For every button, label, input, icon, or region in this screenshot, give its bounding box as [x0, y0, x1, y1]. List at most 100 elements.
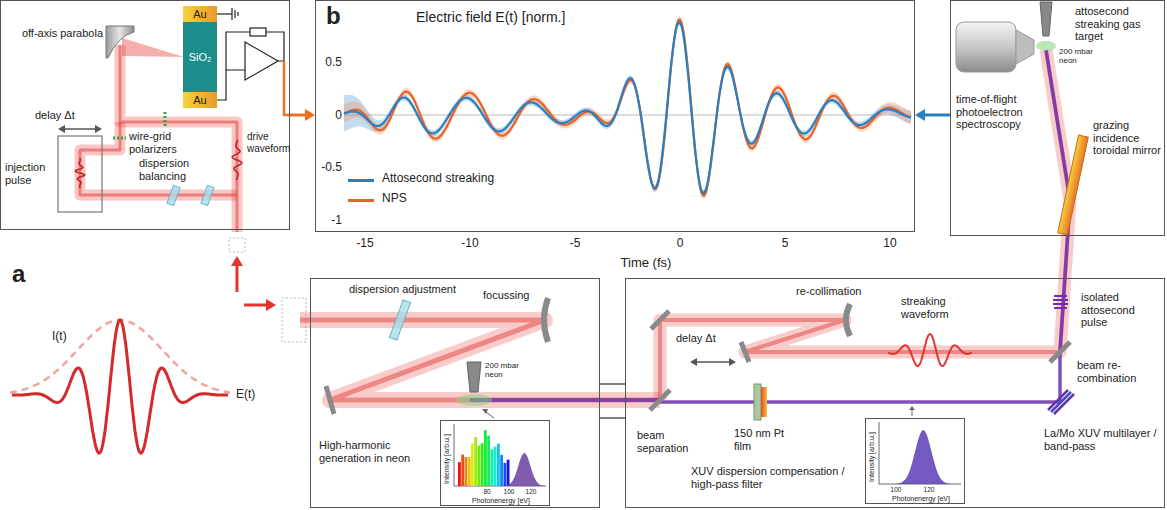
- delay-arrow: [729, 358, 736, 366]
- annotation-text: wire-grid polarizers: [129, 130, 201, 155]
- red-arrow: [236, 266, 239, 292]
- mirror: [846, 304, 850, 336]
- pointer-box: [229, 238, 306, 342]
- annotation-text: dispersion balancing: [139, 157, 211, 182]
- harmonic-line: [500, 455, 503, 486]
- leader-arrow: [909, 406, 915, 410]
- xuv-continuum: [892, 430, 958, 484]
- attosecond-pulse: [1054, 295, 1067, 297]
- arrow-head: [915, 109, 925, 121]
- mirror: [326, 386, 334, 414]
- annotation-text: Intensity [arb.u.]: [443, 434, 451, 484]
- annotation-text: streaking waveform: [901, 295, 963, 320]
- xuv-beam: [470, 50, 1070, 402]
- spectrum-axis: [454, 424, 546, 486]
- pointer-box: [229, 238, 245, 252]
- leader-arrow: [482, 406, 915, 418]
- annotation-text: grazing incidence toroidal mirror: [1093, 119, 1163, 157]
- laser-beam: [660, 50, 1070, 400]
- spectrum-inset: Intensity [arb.u.]Photonenergy [eV]10012…: [865, 418, 965, 504]
- delay-arrow: [64, 128, 96, 130]
- annotation-text: drive waveform: [247, 131, 291, 154]
- spectrum-axis: [879, 422, 961, 484]
- delay-arrow: [690, 358, 697, 366]
- delay-arrow: [696, 361, 730, 363]
- tof-spectrometer: [956, 22, 1016, 72]
- arrow-head: [305, 109, 315, 121]
- circuit-wire: [231, 8, 232, 20]
- annotation-text: Electric field E(t) [norm.]: [416, 9, 565, 25]
- multilayer-mirror: [1048, 390, 1068, 410]
- mirror: [1050, 342, 1070, 362]
- xuv-beam: [660, 50, 1070, 402]
- harmonic-line: [468, 457, 471, 486]
- annotation-text: off-axis parabola: [21, 27, 103, 40]
- focused-beam: [122, 38, 184, 57]
- annotation-text: re-collimation: [796, 285, 861, 298]
- wire-grid-polarizer: [164, 112, 167, 127]
- mirror: [741, 342, 749, 362]
- annotation-text: Intensity [arb.u.]: [868, 432, 876, 482]
- multilayer-mirror: [1054, 394, 1074, 414]
- harmonic-line: [504, 463, 507, 486]
- circuit-wire: [237, 12, 238, 16]
- parabolic-mirror: [106, 26, 134, 58]
- streaking-chamber: attosecond streaking gas target200 mbar …: [950, 0, 1165, 236]
- pt-filter: [754, 384, 767, 420]
- harmonic-line: [487, 436, 490, 486]
- signal-name: E(t): [236, 388, 255, 402]
- intensity-envelope: [10, 320, 230, 393]
- signal-arrow: [290, 109, 315, 121]
- harmonic-line: [507, 460, 510, 486]
- annotation-text: -10: [461, 237, 478, 251]
- laser-beam: [660, 50, 1070, 400]
- annotation-text: -0.5: [316, 161, 342, 175]
- wire-grid-polarizer: [113, 137, 126, 140]
- laser-beam: [120, 45, 237, 232]
- laser-beam: [80, 122, 237, 195]
- annotation-text: 200 mbar neon: [1059, 47, 1105, 65]
- annotation-text: 100: [891, 486, 902, 493]
- annotation-text: 120: [924, 486, 935, 493]
- material-label: Au: [193, 8, 206, 21]
- mirror: [326, 298, 1070, 414]
- annotation-text: Photonenergy [eV]: [455, 497, 547, 505]
- dispersion-plate: [167, 185, 180, 205]
- annotation-text: -15: [356, 237, 373, 251]
- annotation-text: beam separation: [637, 429, 701, 454]
- field-trace: [344, 22, 911, 193]
- circuit-wire: [250, 28, 266, 36]
- multilayer-mirror: [1051, 392, 1071, 412]
- laser-beam: [120, 45, 237, 232]
- drive-waveform: [232, 140, 241, 180]
- annotation-text: focussing: [483, 289, 553, 302]
- annotation-text: time-of-flight photoelectron spectroscop…: [956, 93, 1048, 131]
- panel-letter: a: [12, 260, 25, 288]
- annotation-text: 150 nm Pt film: [734, 427, 792, 452]
- delay-arrow: [58, 125, 65, 133]
- mirror: [544, 298, 548, 342]
- gas-nozzle: [456, 2, 1056, 406]
- leader-arrow: [912, 410, 913, 416]
- laser-beam: [300, 320, 660, 400]
- attosecond-pulse: [1053, 299, 1068, 301]
- dispersion-plate: [389, 300, 410, 340]
- arrow-shaft: [290, 114, 307, 117]
- circuit-wire: [234, 10, 235, 18]
- arrow-shaft: [923, 114, 950, 117]
- laser-beam: [300, 50, 1070, 400]
- annotation-text: beam re-combination: [1077, 359, 1161, 384]
- annotation-text: 100: [504, 488, 515, 495]
- mirror: [650, 390, 670, 410]
- harmonic-line: [491, 449, 494, 486]
- harmonic-line: [494, 447, 497, 486]
- beamline-chamber: re-collimationstreaking waveformisolated…: [625, 278, 1165, 508]
- material-label: Au: [193, 94, 206, 107]
- harmonic-line: [461, 455, 464, 486]
- material-label: SiO₂: [189, 51, 212, 64]
- red-arrow: [231, 256, 276, 311]
- error-band: [344, 19, 911, 196]
- attosecond-pulse: [1054, 307, 1067, 309]
- plot-panel: bElectric field E(t) [norm.]0.50-0.5-1-1…: [315, 0, 915, 232]
